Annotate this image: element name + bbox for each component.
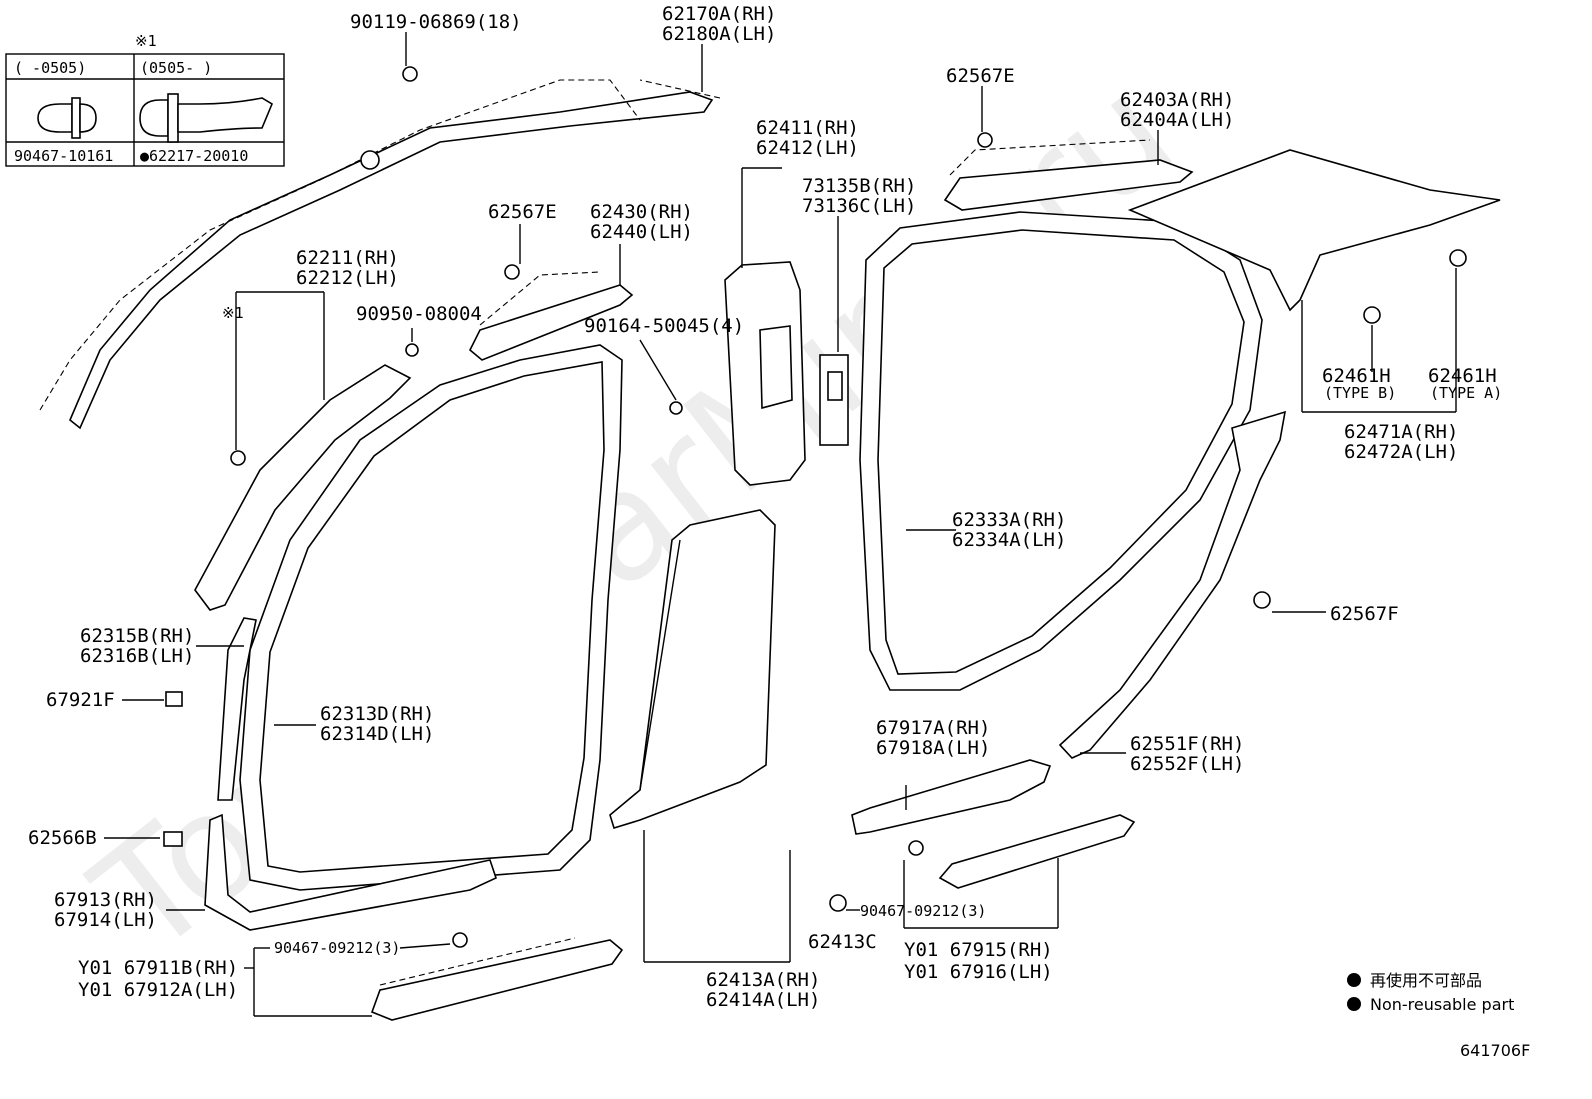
label-90467-09212-rear: 90467-09212(3) <box>860 902 986 920</box>
figure-id: 641706F <box>1460 1041 1530 1060</box>
label-62430-rh: 62430(RH) <box>590 201 693 223</box>
label-90164-50045: 90164-50045(4) <box>584 315 744 337</box>
label-67921F: 67921F <box>46 689 115 711</box>
clip-icon <box>504 264 520 280</box>
legend-japanese: 再使用不可部品 <box>1370 971 1482 990</box>
clip-icon <box>452 932 468 948</box>
inset-col2-part: ●62217-20010 <box>140 147 248 165</box>
label-62414A-lh: 62414A(LH) <box>706 989 820 1011</box>
label-62567E-rear: 62567E <box>946 65 1015 87</box>
clip-icon <box>1363 306 1381 324</box>
label-62313D-rh: 62313D(RH) <box>320 703 434 725</box>
label-62412-lh: 62412(LH) <box>756 137 859 159</box>
clip-icon <box>1449 249 1467 267</box>
label-67917A-rh: 67917A(RH) <box>876 717 990 739</box>
label-62411-rh: 62411(RH) <box>756 117 859 139</box>
label-67911B-rh: Y01 67911B(RH) <box>78 957 238 979</box>
roof-side-airbag-part <box>39 79 721 430</box>
inset-mark: ※1 <box>135 32 157 50</box>
label-ref-mark: ※1 <box>222 304 244 322</box>
inset-col1-part: 90467-10161 <box>14 147 113 165</box>
rear-door-weatherstrip-part <box>859 211 1263 691</box>
label-62333A-rh: 62333A(RH) <box>952 509 1066 531</box>
clip-drawing-old <box>37 97 97 139</box>
label-73135B-rh: 73135B(RH) <box>802 175 916 197</box>
clip-icon <box>829 894 847 912</box>
label-62212-lh: 62212(LH) <box>296 267 399 289</box>
label-62180A-lh: 62180A(LH) <box>662 23 776 45</box>
seat-belt-adjuster-part <box>819 354 849 446</box>
label-62315B-rh: 62315B(RH) <box>80 625 194 647</box>
part-labels: 90119-06869(18) 62170A(RH) 62180A(LH) 62… <box>28 3 1502 1011</box>
non-reusable-dot-icon <box>1347 997 1361 1011</box>
label-67912A-lh: Y01 67912A(LH) <box>78 979 238 1001</box>
label-62567E-front: 62567E <box>488 201 557 223</box>
center-pillar-lower-garnish-part <box>609 509 776 829</box>
rear-door-opening-trim-part <box>1058 410 1287 759</box>
front-door-weatherstrip-part <box>239 344 623 891</box>
clip-icon <box>1253 591 1271 609</box>
rear-scuff-plate-part <box>938 814 1136 889</box>
label-90119-06869: 90119-06869(18) <box>350 11 522 33</box>
label-62461H-type-a: 62461H <box>1428 365 1497 387</box>
label-67918A-lh: 67918A(LH) <box>876 737 990 759</box>
leader-lines <box>104 32 1457 1017</box>
label-62566B: 62566B <box>28 827 97 849</box>
label-62567F: 62567F <box>1330 603 1399 625</box>
rear-kick-panel-part <box>851 759 1052 835</box>
label-90950-08004: 90950-08004 <box>356 303 482 325</box>
label-62404A-lh: 62404A(LH) <box>1120 109 1234 131</box>
non-reusable-dot-icon <box>1347 973 1361 987</box>
label-62413C: 62413C <box>808 931 877 953</box>
legend-english: Non-reusable part <box>1370 995 1514 1014</box>
front-scuff-plate-part <box>370 937 624 1021</box>
clip-icon <box>163 831 183 847</box>
label-62471A-rh: 62471A(RH) <box>1344 421 1458 443</box>
label-62461H-type-b: 62461H <box>1322 365 1391 387</box>
label-73136C-lh: 73136C(LH) <box>802 195 916 217</box>
front-pillar-garnish-part <box>194 364 412 611</box>
label-67915-rh: Y01 67915(RH) <box>904 939 1053 961</box>
inset-col1-header: ( -0505) <box>14 59 86 77</box>
front-lower-strip-part <box>217 617 257 801</box>
bolt-icon <box>402 66 418 82</box>
clip-variant-inset: ※1 ( -0505) (0505- ) 90467-10161 ●62217-… <box>5 32 285 167</box>
label-62472A-lh: 62472A(LH) <box>1344 441 1458 463</box>
label-62314D-lh: 62314D(LH) <box>320 723 434 745</box>
inset-col2-header: (0505- ) <box>140 59 212 77</box>
rear-roof-garnish-part <box>943 139 1194 211</box>
label-62211-rh: 62211(RH) <box>296 247 399 269</box>
label-62403A-rh: 62403A(RH) <box>1120 89 1234 111</box>
label-62334A-lh: 62334A(LH) <box>952 529 1066 551</box>
legend: 再使用不可部品 Non-reusable part <box>1347 971 1514 1014</box>
screw-icon <box>669 401 683 415</box>
label-67914-lh: 67914(LH) <box>54 909 157 931</box>
label-62551F-rh: 62551F(RH) <box>1130 733 1244 755</box>
clip-icon <box>230 450 246 466</box>
center-pillar-upper-garnish-part <box>724 261 806 486</box>
clip-icon <box>908 840 924 856</box>
clip-icon <box>977 132 993 148</box>
label-62552F-lh: 62552F(LH) <box>1130 753 1244 775</box>
label-62440-lh: 62440(LH) <box>590 221 693 243</box>
clip-drawing-new <box>139 93 274 143</box>
clip-icon <box>405 343 419 357</box>
roof-side-inner-garnish-part <box>1127 149 1501 312</box>
label-type-b: (TYPE B) <box>1324 384 1396 402</box>
label-62316B-lh: 62316B(LH) <box>80 645 194 667</box>
front-roof-garnish-part <box>469 271 634 361</box>
label-67913-rh: 67913(RH) <box>54 889 157 911</box>
front-kick-panel-part <box>204 813 497 931</box>
label-62413A-rh: 62413A(RH) <box>706 969 820 991</box>
fastener-icons <box>163 66 1467 948</box>
label-67916-lh: Y01 67916(LH) <box>904 961 1053 983</box>
label-62170A-rh: 62170A(RH) <box>662 3 776 25</box>
label-90467-09212-front: 90467-09212(3) <box>274 939 400 957</box>
label-type-a: (TYPE A) <box>1430 384 1502 402</box>
clip-icon <box>165 691 183 707</box>
